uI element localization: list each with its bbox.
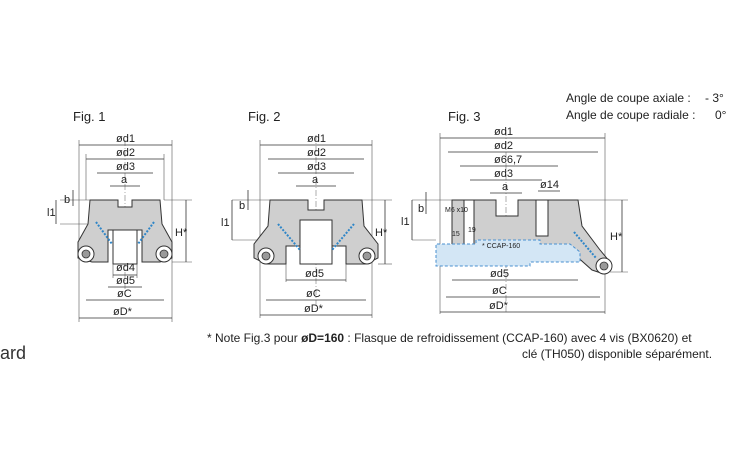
left-edge-fragment: ard xyxy=(0,343,26,363)
fig1-insert-right xyxy=(137,221,155,245)
fig2-d2-label: ød2 xyxy=(307,147,326,159)
fig1-d3-label: ød3 xyxy=(116,161,135,173)
footnote: * Note Fig.3 pour øD=160 : Flasque de re… xyxy=(207,331,712,361)
fig3-title: Fig. 3 xyxy=(448,109,481,124)
fig3-d1-label: ød1 xyxy=(494,126,513,138)
radial-angle-label: Angle de coupe radiale : xyxy=(566,108,695,122)
axial-angle-value: - 3° xyxy=(705,91,724,105)
fig1-cutter-body xyxy=(77,199,173,263)
fig3-coolant-flange xyxy=(435,239,581,267)
fig3-d2-label: ød2 xyxy=(494,140,513,152)
fig2-bore xyxy=(299,219,333,265)
fig2-c-label: øC xyxy=(306,288,321,300)
fig3-ccap-label: * CCAP-160 xyxy=(482,243,520,250)
fig2-insert-wheel-right-hub xyxy=(362,251,372,261)
fig3-m6-label: M6 x10 xyxy=(445,207,468,214)
fig2-d-label: øD* xyxy=(304,303,324,315)
fig1-d-label: øD* xyxy=(113,306,133,318)
note-line-2: clé (TH050) disponible séparément. xyxy=(522,347,712,361)
fig3-19-label: 19 xyxy=(468,227,476,234)
fig3-d-label: øD* xyxy=(489,300,509,312)
fig2-a-label: a xyxy=(312,174,319,186)
fig2-d3-label: ød3 xyxy=(307,161,326,173)
fig2-insert-right xyxy=(331,223,355,251)
fig1-d1-label: ød1 xyxy=(116,133,135,145)
fig3-coolant-hole xyxy=(535,199,549,237)
fig2-d1-label: ød1 xyxy=(307,133,326,145)
fig1-c-label: øC xyxy=(117,288,132,300)
fig3-d3-label: ød3 xyxy=(494,168,513,180)
fig3-d14-label: ø14 xyxy=(540,179,559,191)
fig3-b-label: b xyxy=(418,203,424,215)
figure-1: Fig. 1 ød1 ød2 ød3 a b l1 xyxy=(47,109,192,322)
fig1-d2-label: ød2 xyxy=(116,147,135,159)
fig2-d5-label: ød5 xyxy=(305,268,324,280)
figure-2: Fig. 2 ød1 ød2 ød3 a b l1 H* ød5 xyxy=(221,109,392,318)
fig1-b-label: b xyxy=(64,194,70,206)
note-rest: : Flasque de refroidissement (CCAP-160) … xyxy=(344,331,692,345)
fig1-insert-left xyxy=(95,221,113,245)
fig1-h-label: H* xyxy=(175,227,188,239)
fig3-l1-label: l1 xyxy=(401,216,410,228)
figure-3: Fig. 3 ød1 ød2 ø66,7 ød3 a ø14 * CCAP-16… xyxy=(401,109,628,314)
note-line-1: * Note Fig.3 pour øD=160 : Flasque de re… xyxy=(207,331,692,345)
note-prefix: * Note Fig.3 pour xyxy=(207,331,301,345)
fig2-title: Fig. 2 xyxy=(248,109,281,124)
cutting-angles: Angle de coupe axiale : - 3° Angle de co… xyxy=(566,91,727,122)
fig1-l1-label: l1 xyxy=(47,207,56,219)
fig3-a-label: a xyxy=(502,181,509,193)
fig1-d4-label: ød4 xyxy=(116,262,135,274)
fig3-insert-right xyxy=(573,231,597,259)
fig2-insert-left xyxy=(277,223,301,251)
axial-angle-label: Angle de coupe axiale : xyxy=(566,91,691,105)
fig1-d5-label: ød5 xyxy=(116,275,135,287)
fig3-c-label: øC xyxy=(492,285,507,297)
note-bold: øD=160 xyxy=(301,331,344,345)
fig2-l1-label: l1 xyxy=(221,217,230,229)
fig3-d5-label: ød5 xyxy=(490,268,509,280)
fig2-h-label: H* xyxy=(375,227,388,239)
fig3-d667-label: ø66,7 xyxy=(494,154,522,166)
fig1-title: Fig. 1 xyxy=(73,109,106,124)
fig1-insert-wheel-right-hub xyxy=(159,249,169,259)
radial-angle-value: 0° xyxy=(715,108,727,122)
fig3-insert-wheel-right-hub xyxy=(599,261,609,271)
fig2-b-label: b xyxy=(239,200,245,212)
fig3-15-label: 15 xyxy=(452,231,460,238)
fig1-a-label: a xyxy=(121,174,128,186)
fig3-h-label: H* xyxy=(610,231,623,243)
fig1-bore xyxy=(112,229,138,265)
fig2-insert-wheel-left-hub xyxy=(261,251,271,261)
fig1-insert-wheel-left-hub xyxy=(81,249,91,259)
